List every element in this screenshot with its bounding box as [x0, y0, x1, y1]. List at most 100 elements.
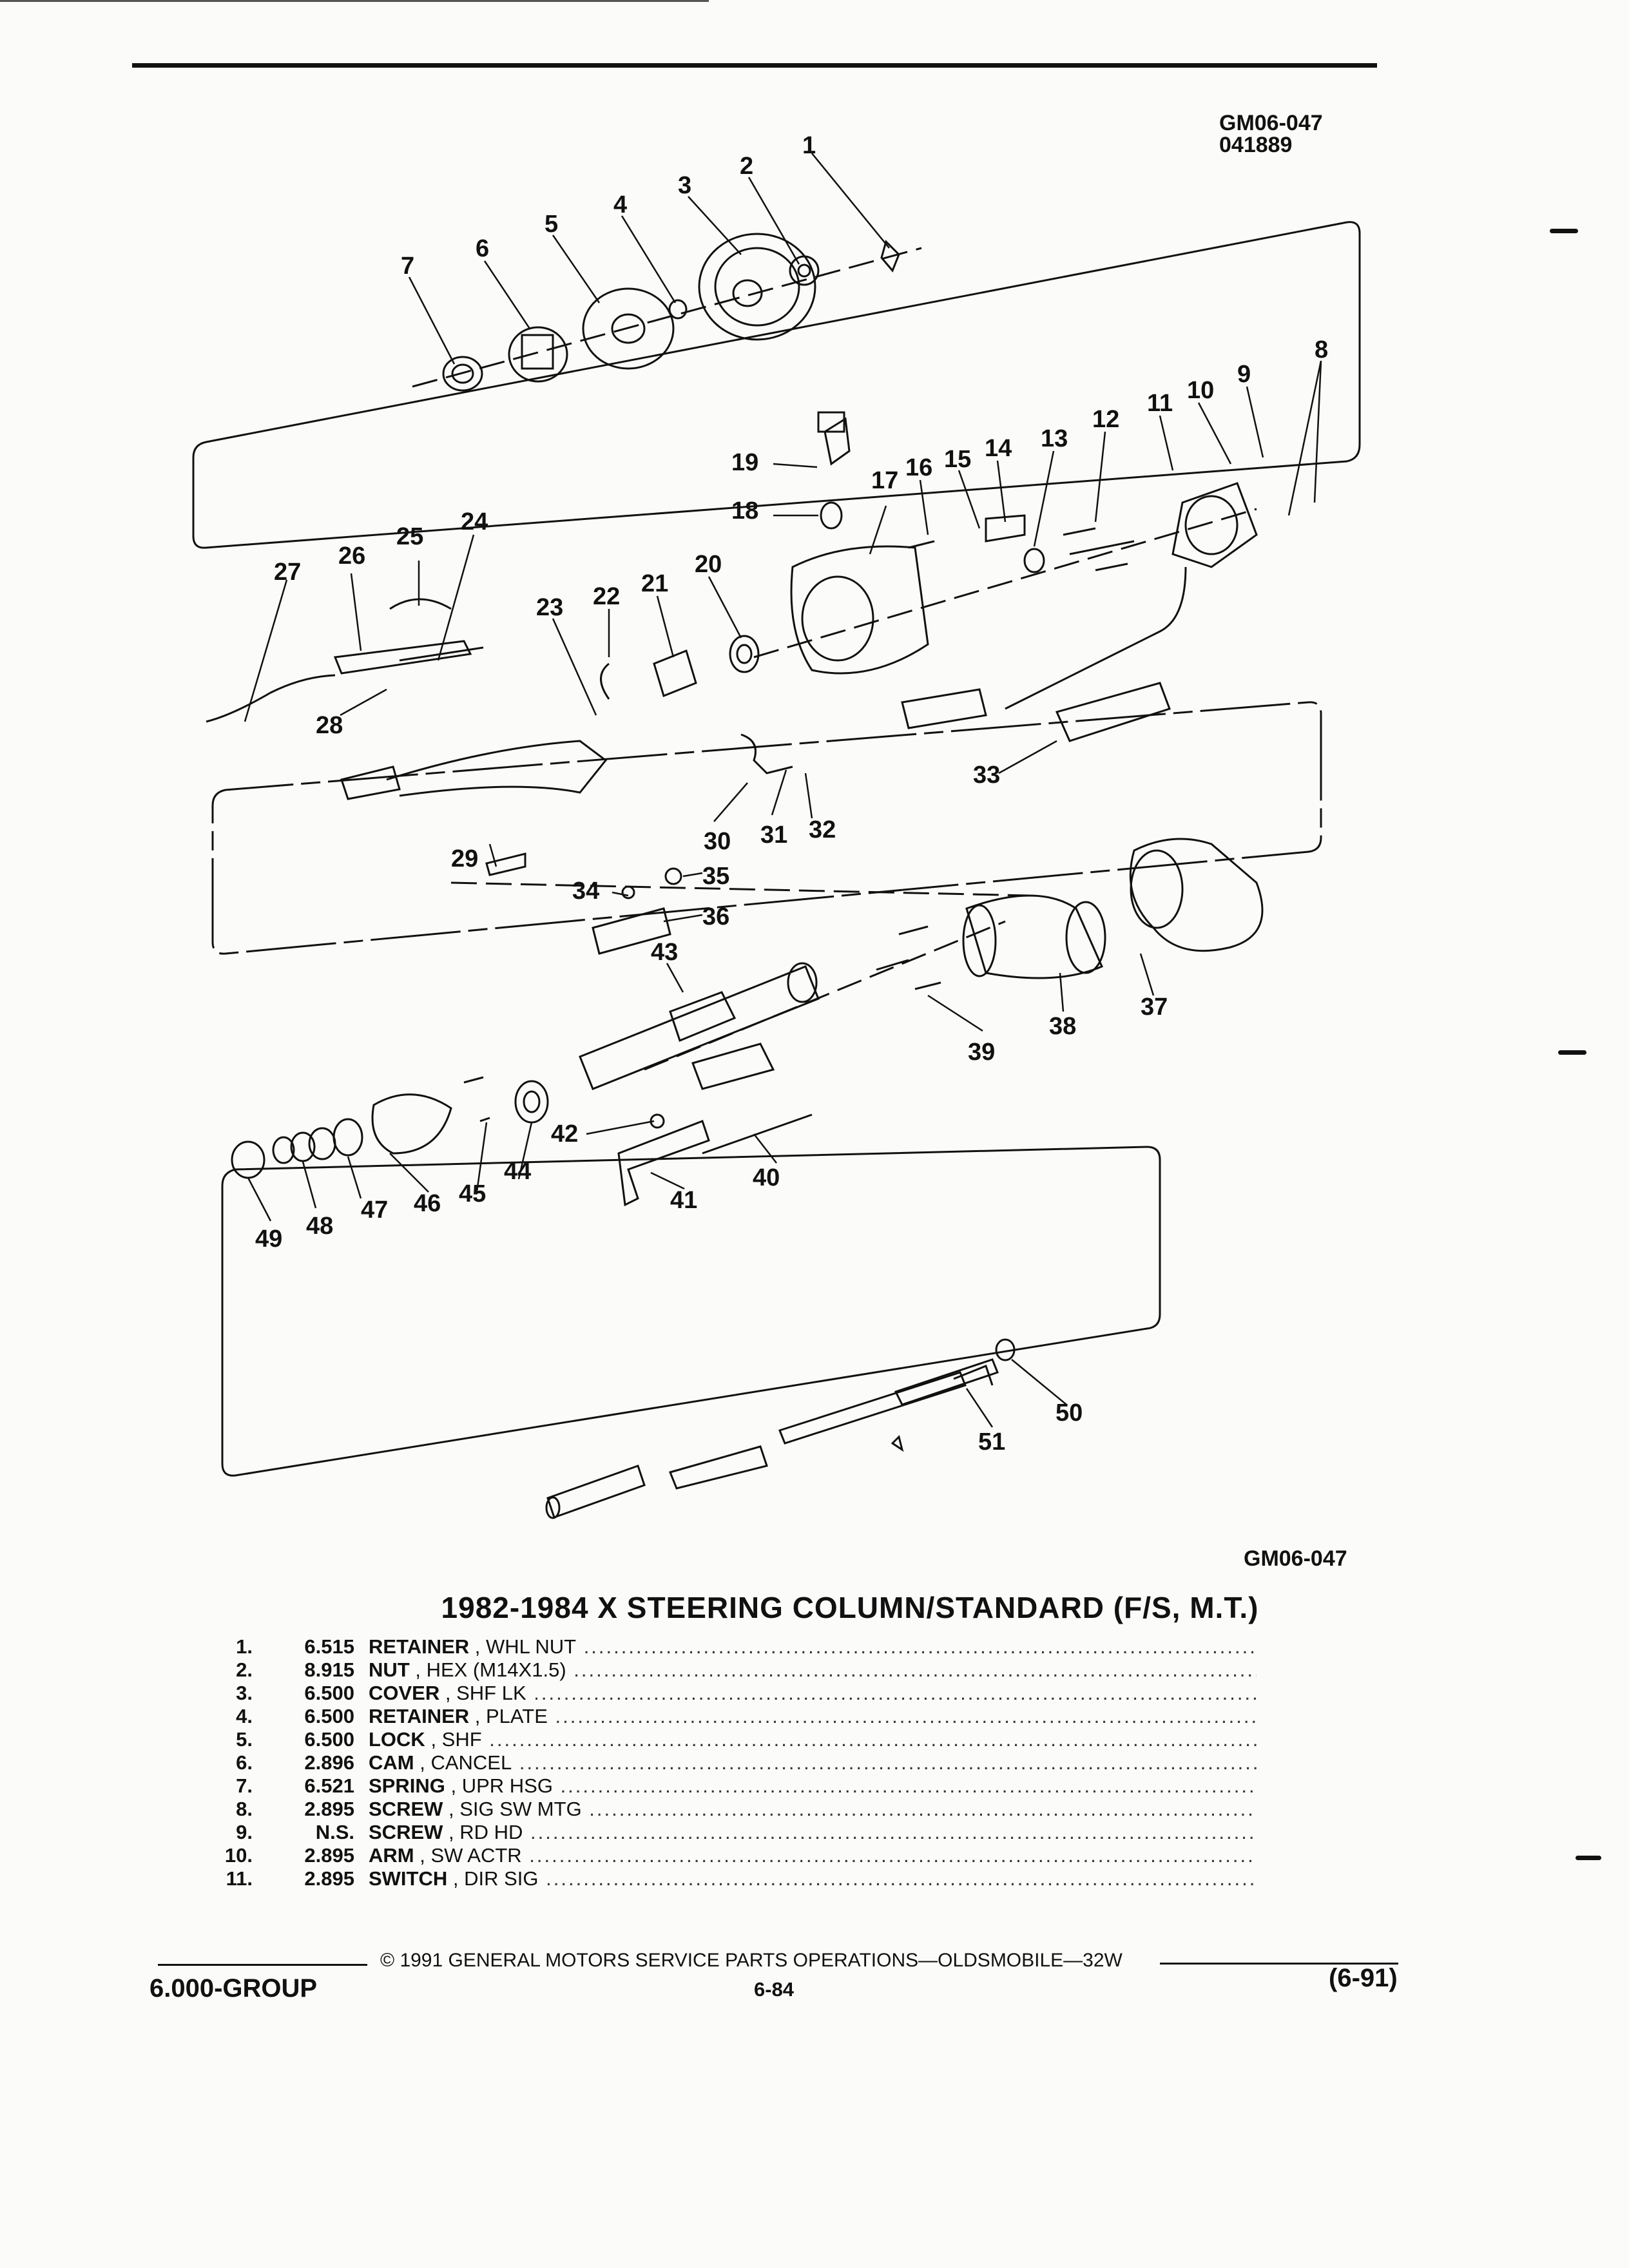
part-detail: , PLATE [474, 1705, 548, 1727]
callout: 51 [978, 1428, 1005, 1456]
part-description: NUT , HEX (M14X1.5) [369, 1658, 1257, 1682]
panel-lower [221, 1146, 1161, 1477]
part-detail: , WHL NUT [474, 1635, 577, 1658]
part-description: SCREW , RD HD [369, 1821, 1257, 1844]
part-code: 2.895 [304, 1798, 354, 1820]
part-detail: , SHF LK [445, 1682, 526, 1704]
part-detail: , RD HD [448, 1821, 523, 1843]
part-description: RETAINER , PLATE [369, 1705, 1257, 1728]
part-detail: , SIG SW MTG [448, 1798, 582, 1820]
callout: 20 [695, 551, 722, 578]
top-edge-line [0, 0, 709, 2]
copyright-notice: © 1991 GENERAL MOTORS SERVICE PARTS OPER… [380, 1950, 1123, 1971]
part-number: 4. [236, 1705, 253, 1727]
part-code: 6.500 [304, 1728, 354, 1751]
callout: 49 [255, 1225, 282, 1253]
callout: 6 [476, 235, 489, 262]
callout: 16 [905, 454, 932, 481]
callout: 39 [968, 1039, 995, 1066]
part-code: 2.895 [304, 1844, 354, 1867]
callout: 38 [1049, 1013, 1076, 1040]
part-code: 2.896 [304, 1751, 354, 1774]
part-detail: , SW ACTR [419, 1844, 522, 1867]
part-description: LOCK , SHF [369, 1728, 1257, 1751]
part-number: 6. [236, 1751, 253, 1774]
part-name: CAM [369, 1751, 414, 1774]
part-code: 6.500 [304, 1705, 354, 1727]
footer-rule-right [1160, 1963, 1398, 1965]
callout: 1 [802, 132, 816, 159]
callout: 41 [670, 1187, 697, 1214]
callout: 12 [1092, 406, 1119, 433]
part-description: RETAINER , WHL NUT [369, 1635, 1257, 1658]
callout: 19 [731, 449, 758, 476]
part-detail: , HEX (M14X1.5) [415, 1658, 566, 1681]
part-description: SPRING , UPR HSG [369, 1774, 1257, 1798]
callout: 2 [740, 153, 753, 180]
callout: 21 [641, 570, 668, 597]
parts-list-row: 4. 6.500 RETAINER , PLATE [213, 1705, 1257, 1728]
callout: 7 [401, 253, 414, 280]
footer-rule-left [158, 1964, 367, 1966]
callout: 35 [702, 863, 729, 890]
callout: 13 [1041, 425, 1068, 452]
exploded-parts-diagram: 1 2 3 4 5 6 7 8 9 10 11 12 13 14 15 16 1… [192, 132, 1361, 1519]
margin-mark [1550, 229, 1578, 233]
part-number: 2. [236, 1658, 253, 1681]
callout: 4 [613, 191, 627, 218]
callout: 31 [760, 822, 787, 849]
part-description: COVER , SHF LK [369, 1682, 1257, 1705]
callout: 45 [459, 1180, 486, 1207]
callout: 18 [731, 497, 758, 524]
part-number: 7. [236, 1774, 253, 1797]
callout: 25 [396, 523, 423, 550]
callout: 27 [274, 559, 301, 586]
callout: 34 [572, 878, 599, 905]
part-name: LOCK [369, 1728, 425, 1751]
part-name: COVER [369, 1682, 440, 1704]
callout: 30 [704, 828, 731, 855]
part-description: SWITCH , DIR SIG [369, 1867, 1257, 1890]
part-detail: , SHF [430, 1728, 482, 1751]
callout: 43 [651, 939, 678, 966]
callout: 9 [1237, 361, 1251, 388]
callout: 32 [809, 816, 836, 843]
part-description: CAM , CANCEL [369, 1751, 1257, 1774]
callout: 33 [973, 762, 1000, 789]
part-name: SCREW [369, 1821, 443, 1843]
callout: 5 [545, 211, 558, 238]
callout: 26 [338, 543, 365, 570]
callout: 24 [461, 508, 488, 535]
figure-codes: GM06-047 041889 [1219, 112, 1323, 156]
page-number: 6-84 [754, 1978, 795, 2001]
parts-list-row: 9.N.S.SCREW , RD HD [213, 1821, 1257, 1844]
part-callouts: 1 2 3 4 5 6 7 8 9 10 11 12 13 14 15 16 1… [255, 132, 1328, 1456]
callout: 23 [536, 594, 563, 621]
callout: 8 [1315, 336, 1328, 363]
part-name: SCREW [369, 1798, 443, 1820]
callout: 40 [753, 1164, 780, 1191]
panel-middle [211, 701, 1322, 955]
part-name: RETAINER [369, 1635, 470, 1658]
callout: 3 [678, 172, 691, 199]
parts-list-row: 6. 2.896 CAM , CANCEL [213, 1751, 1257, 1774]
figure-date-code: 041889 [1219, 133, 1293, 157]
header-rule [132, 63, 1377, 68]
part-number: 9. [236, 1821, 253, 1843]
figure-code-bottom: GM06-047 [1244, 1546, 1347, 1571]
callout: 50 [1055, 1399, 1083, 1427]
figure-code: GM06-047 [1219, 111, 1323, 135]
part-number: 11. [226, 1867, 253, 1890]
group-label: 6.000-GROUP [149, 1974, 318, 2003]
revision-date: (6-91) [1329, 1964, 1398, 1992]
callout: 48 [306, 1213, 333, 1240]
part-detail: , DIR SIG [452, 1867, 539, 1890]
part-description: SCREW , SIG SW MTG [369, 1798, 1257, 1821]
